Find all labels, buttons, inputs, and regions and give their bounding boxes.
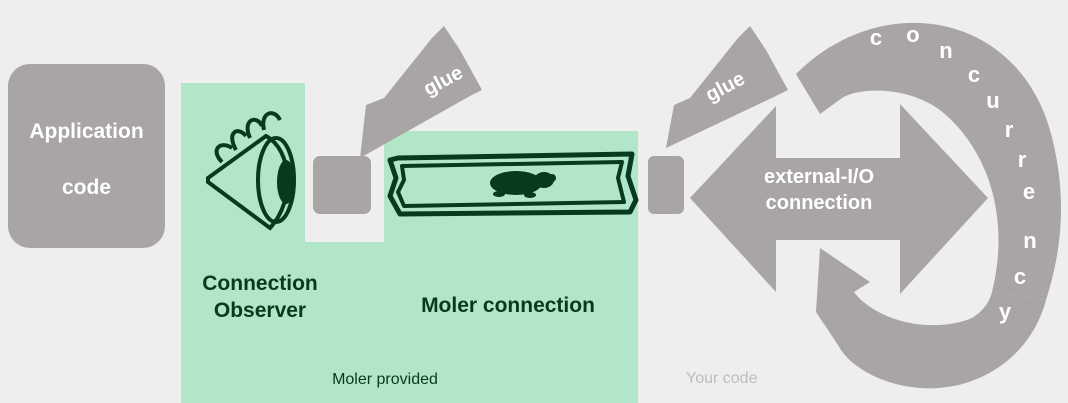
moler-tube-icon <box>387 151 639 217</box>
glue-tube-right <box>666 26 788 148</box>
connector-right <box>648 156 684 214</box>
concurrency-letter: c <box>1014 264 1026 289</box>
concurrency-arrow-bottom <box>816 248 1046 389</box>
concurrency-arrow-top <box>796 22 1062 300</box>
mole-icon <box>490 171 556 198</box>
external-io-line1: external-I/O <box>764 166 874 188</box>
concurrency-letter: u <box>986 88 999 113</box>
concurrency-arrows <box>796 22 1062 389</box>
concurrency-word: c o n c u r r e n c y <box>870 22 1037 324</box>
concurrency-letter: o <box>906 22 919 47</box>
concurrency-letter: c <box>968 62 980 87</box>
your-code-label: Your code <box>686 370 758 387</box>
connection-observer-label: Connection Observer <box>181 270 339 324</box>
external-io-line2: connection <box>766 192 873 214</box>
connector-left <box>313 156 371 214</box>
concurrency-letter: c <box>870 25 882 50</box>
glue-tube-left <box>360 26 482 158</box>
observer-region <box>181 83 305 403</box>
application-code-line1: Application <box>29 120 144 143</box>
connection-observer-line1: Connection <box>202 272 318 295</box>
application-code-box: Application code <box>8 64 165 248</box>
application-code-line2: code <box>61 176 111 199</box>
moler-bottom-region <box>305 242 638 403</box>
concurrency-letter: r <box>1018 147 1027 172</box>
concurrency-letter: r <box>1005 117 1014 142</box>
moler-provided-label: Moler provided <box>332 371 438 388</box>
connection-observer-line2: Observer <box>213 299 307 322</box>
external-io-double-arrow <box>690 104 988 294</box>
concurrency-letter: y <box>999 299 1012 324</box>
concurrency-letter: e <box>1023 179 1035 204</box>
moler-connection-label: Moler connection <box>421 294 595 317</box>
eye-icon <box>206 111 296 231</box>
concurrency-letter: n <box>939 38 952 63</box>
concurrency-letter: n <box>1023 228 1036 253</box>
